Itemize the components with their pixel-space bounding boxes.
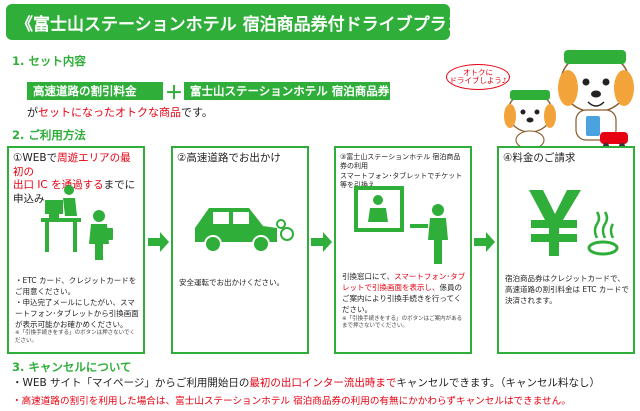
step-4-title: ④料金のご請求: [503, 152, 576, 164]
section-heading-contents: 1. セット内容: [12, 54, 86, 68]
step-2-title: ②高速道路でお出かけ: [177, 152, 281, 164]
cancel-policy-line-2: ・高速道路の割引を利用した場合は、富士山ステーションホテル 宿泊商品券の利用の有…: [12, 396, 571, 407]
step-2-body: 安全運転でお出かけください。: [179, 278, 284, 287]
step-card-exchange: ③富士山ステーションホテル 宿泊商品券の利用 スマートフォン･タブレットでチケッ…: [334, 146, 472, 354]
step-card-drive: ②高速道路でお出かけ 安全運転でお出かけください。: [171, 146, 309, 354]
yen-hot-spring-icon: [529, 190, 619, 256]
section-heading-usage: 2. ご利用方法: [12, 128, 86, 142]
computer-user-icon: [41, 185, 113, 260]
car-icon: [195, 208, 294, 253]
step-3-title: ③富士山ステーションホテル 宿泊商品券の利用 スマートフォン･タブレットでチケッ…: [340, 153, 463, 190]
step-card-apply: ①WEBで周遊エリアの最初の 出口 IC を通過するまでに申込み ・ETC カー…: [7, 146, 145, 354]
arrow-right-icon: [474, 232, 495, 252]
cancel-policy-line-1: ・WEB サイト「マイページ」からご利用開始日の最初の出口インター流出時までキャ…: [12, 377, 601, 389]
set-description: がセットになったオトクな商品です。: [27, 106, 213, 119]
section-heading-cancel: 3. キャンセルについて: [12, 360, 132, 374]
step-3-body: 引換窓口にて、スマートフォン･タブレットで引換画面を表示し、係員のご案内により引…: [342, 272, 466, 330]
step-1-body: ・ETC カード、クレジットカードを ご用意ください。 ・申込完了メールにしたが…: [15, 276, 139, 345]
ticket-window-icon: [354, 186, 448, 264]
discount-fare-label: 高速道路の割引料金: [27, 82, 163, 100]
arrow-right-icon: [148, 232, 169, 252]
page-title-banner: 《富士山ステーションホテル 宿泊商品券付ドライブプランの概要》: [6, 4, 450, 40]
page-title: 《富士山ステーションホテル 宿泊商品券付ドライブプランの概要》: [16, 14, 450, 35]
step-card-billing: ④料金のご請求 宿泊商品券はクレジットカードで、高速道路の割引料金は ETC カ…: [497, 146, 635, 354]
hotel-voucher-label: 富士山ステーションホテル 宿泊商品券: [184, 82, 390, 100]
mascot-speech-bubble: オトクにドライブしよう♪: [446, 64, 510, 90]
dog-mascot-illustration: [504, 50, 634, 150]
plus-icon: ＋: [165, 83, 183, 104]
arrow-right-icon: [311, 232, 332, 252]
step-4-body: 宿泊商品券はクレジットカードで、高速道路の割引料金は ETC カードで決済されま…: [505, 274, 629, 305]
step-1-title: ①WEBで周遊エリアの最初の 出口 IC を通過するまでに申込み: [13, 152, 136, 205]
